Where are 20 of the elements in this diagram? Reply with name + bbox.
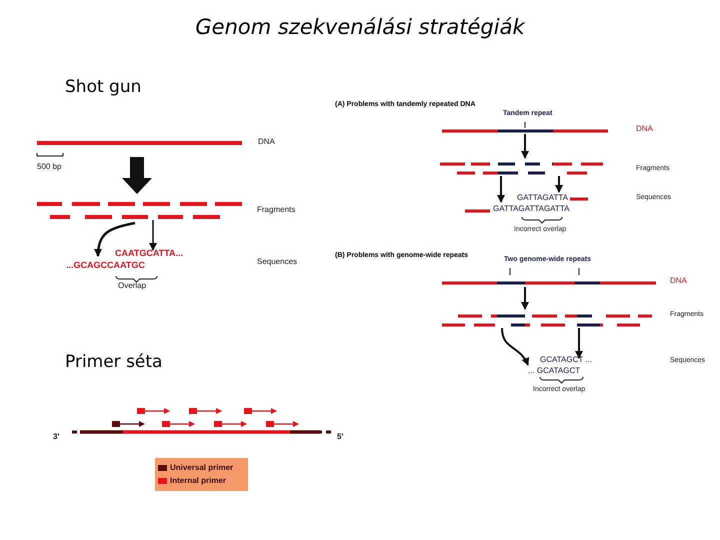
section-heading: Shot gun xyxy=(65,78,142,97)
sequence-text: CAATGCATTA... xyxy=(115,249,183,259)
sequence-text: ...GCAGCCAATGC xyxy=(66,261,145,271)
scale-label: 500 bp xyxy=(37,163,62,172)
slide-title: Genom szekvenálási stratégiák xyxy=(194,16,526,40)
strand-label: DNA xyxy=(636,125,653,134)
legend-text: Internal primer xyxy=(170,476,226,485)
strand-label: Sequences xyxy=(257,258,298,267)
sequence-text: GCATAGCT ... xyxy=(540,356,592,365)
brace-label: Overlap xyxy=(118,282,146,291)
sequence-text: GATTAGATTAGATTA xyxy=(493,205,570,214)
strand-label: DNA xyxy=(670,277,687,286)
end-label: 5' xyxy=(337,433,344,442)
section-heading: Primer séta xyxy=(65,353,162,372)
end-label: 3' xyxy=(53,433,60,442)
sequence-text: ... GCATAGCT xyxy=(528,367,580,376)
strand-label: Fragments xyxy=(257,206,296,215)
sequence-text: GATTAGATTA xyxy=(517,194,568,203)
legend-text: Universal primer xyxy=(170,463,234,472)
strand-label: DNA xyxy=(258,138,275,147)
